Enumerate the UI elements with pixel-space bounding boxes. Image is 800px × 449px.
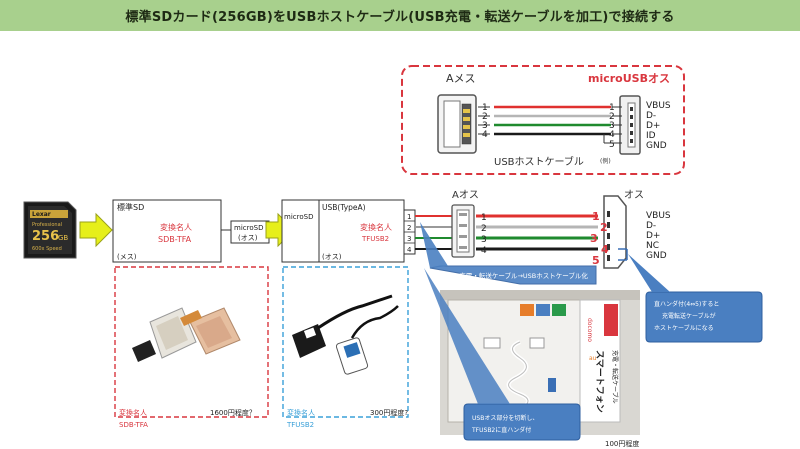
a-male-label: Aオス <box>452 189 479 201</box>
amale-pin-1: 1 <box>481 213 487 223</box>
usb-pin-4: 4 <box>407 246 412 254</box>
legend-pin-r1: 1 <box>609 103 615 113</box>
microsd-label-1: microSD <box>234 224 263 232</box>
main-pin-numbers-red: 1 2 3 4 5 <box>590 210 609 267</box>
legend-signal-names: VBUS D- D+ ID GND <box>646 101 671 151</box>
main-pin-5: 5 <box>592 254 600 267</box>
amale-pin-4: 4 <box>481 246 487 256</box>
tfusb-model: TFUSB2 <box>286 421 314 429</box>
callout-cut-line1: USBオス部分を切断し、 <box>472 414 538 422</box>
jumper-wire <box>618 248 628 261</box>
main-pin-4: 4 <box>601 243 609 256</box>
legend-pin-numbers-right: 1 2 3 4 5 <box>609 103 615 150</box>
callout-cut <box>424 268 581 441</box>
amale-pin-3: 3 <box>481 235 487 245</box>
host-signal-names: VBUS D- D+ NC GND <box>646 211 671 261</box>
usb-block-model: TFUSB2 <box>361 235 389 243</box>
a-female-label: Aメス <box>446 72 476 85</box>
callout-convert <box>420 222 597 285</box>
usb-block-name-label: 変換名人 <box>360 222 392 232</box>
callout-jumper-line1: 直ハンダ付(4⇔5)すると <box>654 300 719 308</box>
legend-signal-id: ID <box>646 131 656 141</box>
tfusb-product-image <box>292 294 399 375</box>
main-pin-3: 3 <box>590 232 598 245</box>
callout-cut-line2: TFUSB2に直ハンダ付 <box>471 426 531 434</box>
main-pin-2: 2 <box>600 221 608 234</box>
sdb-model: SDB-TFA <box>119 421 148 429</box>
example-note: (例) <box>600 157 611 165</box>
male-label: オス <box>624 189 644 201</box>
callout-convert-text: USB充電・転送ケーブル→USBホストケーブル化 <box>446 271 588 280</box>
tfusb-name-label: 変換名人 <box>287 408 315 417</box>
microsd-label-2: (オス) <box>238 234 258 242</box>
sdb-product-image <box>132 307 241 362</box>
micro-usb-male-connector-main <box>603 195 627 269</box>
legend-pin-r3: 3 <box>609 121 615 131</box>
usb-pin-3: 3 <box>407 235 411 243</box>
sd-block-top-label: 標準SD <box>117 202 144 212</box>
sd-card-speed: 600x Speed <box>32 246 62 252</box>
legend-pin-3: 3 <box>482 121 488 131</box>
sdb-name-label: 変換名人 <box>119 408 147 417</box>
amale-pin-2: 2 <box>481 224 487 234</box>
usb-block-left-label: microSD <box>284 213 313 221</box>
a-female-connector <box>437 94 477 154</box>
legend-pin-numbers-left: 1 2 3 4 <box>482 103 488 140</box>
a-male-connector <box>451 204 475 258</box>
callout-jumper-line2: 充電転送ケーブルが <box>662 312 716 320</box>
main-wires <box>415 214 598 251</box>
legend-pin-2: 2 <box>482 112 488 122</box>
legend-dashed-box <box>401 65 685 175</box>
usb-block-bottom-label: (オス) <box>322 253 342 261</box>
sd-card-capacity: 256 <box>32 229 59 244</box>
host-signal-nc: NC <box>646 241 659 251</box>
legend-signal-dplus: D+ <box>646 121 660 131</box>
usb-pin-2: 2 <box>407 224 411 232</box>
micro-usb-male-connector <box>619 95 641 155</box>
usb-pin-1: 1 <box>407 213 411 221</box>
cable-price: 100円程度 <box>605 439 639 448</box>
legend-wires <box>478 105 622 144</box>
usb-block-pin-column: 1 2 3 4 <box>403 209 416 255</box>
sd-card-image: Lexar Professional 256 GB 600x Speed <box>23 201 77 259</box>
tfusb-price: 300円程度? <box>370 408 408 417</box>
legend-pin-4: 4 <box>482 130 488 140</box>
legend-pin-1: 1 <box>482 103 488 113</box>
usb-block-right-label: USB(TypeA) <box>322 203 366 212</box>
legend-signal-dminus: D- <box>646 111 656 121</box>
yellow-arrow-left <box>79 212 113 248</box>
package-text-smartphone: スマートフォン <box>594 350 605 413</box>
sd-card-brand: Lexar <box>32 211 51 218</box>
sdb-price: 1600円程度？ <box>210 408 256 417</box>
sd-block-model: SDB-TFA <box>158 235 192 244</box>
legend-pin-r2: 2 <box>609 112 615 122</box>
sd-card-line: Professional <box>32 222 62 228</box>
callout-jumper <box>628 254 763 343</box>
callout-jumper-line3: ホストケーブルになる <box>654 324 714 332</box>
package-text-cable: 充電・転送ケーブル <box>611 350 619 404</box>
package-tag-au: au <box>589 355 597 362</box>
legend-signal-vbus: VBUS <box>646 101 671 111</box>
package-tag-docomo: docomo <box>586 318 593 342</box>
tfusb-product-dashed-box <box>282 266 409 418</box>
sd-block-bottom-label: (メス) <box>117 253 137 261</box>
legend-pin-r5: 5 <box>609 140 615 150</box>
sd-card-unit: GB <box>58 234 68 242</box>
usb-host-cable-label: USBホストケーブル <box>494 155 584 168</box>
legend-signal-gnd: GND <box>646 141 667 151</box>
host-signal-dminus: D- <box>646 221 656 231</box>
a-male-pin-numbers: 1 2 3 4 <box>481 213 487 256</box>
host-signal-dplus: D+ <box>646 231 660 241</box>
micro-male-label: microUSBオス <box>588 72 670 85</box>
title-bar: 標準SDカード(256GB)をUSBホストケーブル(USB充電・転送ケーブルを加… <box>0 0 800 31</box>
sd-block-name-label: 変換名人 <box>160 222 192 232</box>
main-pin-1: 1 <box>592 210 600 223</box>
host-signal-gnd: GND <box>646 251 667 261</box>
sd-adapter-block <box>112 199 222 263</box>
legend-pin-r4: 4 <box>609 130 615 140</box>
sdb-product-dashed-box <box>114 266 269 418</box>
host-signal-vbus: VBUS <box>646 211 671 221</box>
page-title: 標準SDカード(256GB)をUSBホストケーブル(USB充電・転送ケーブルを加… <box>125 10 675 25</box>
